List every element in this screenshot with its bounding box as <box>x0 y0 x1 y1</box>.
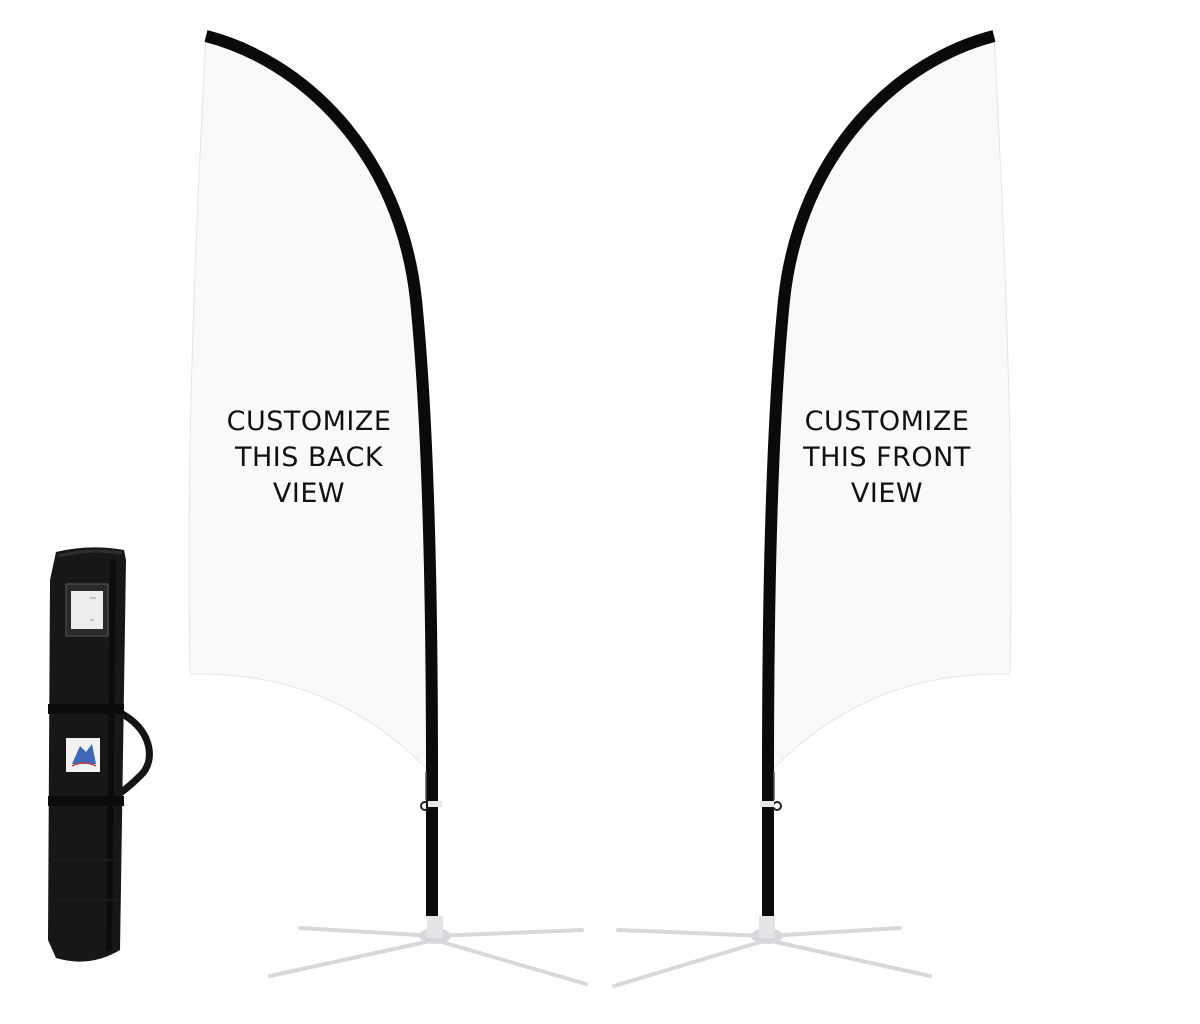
front-flag-base <box>612 926 932 988</box>
carry-bag <box>48 547 153 962</box>
back-label-line-1: CUSTOMIZE <box>226 406 392 437</box>
front-label-line-2: THIS FRONT <box>803 442 971 473</box>
front-flag-pole <box>762 30 996 773</box>
back-label-line-2: THIS BACK <box>234 442 384 473</box>
back-view-label: CUSTOMIZE THIS BACK VIEW <box>199 404 419 512</box>
brand-logo-icon <box>72 744 96 764</box>
front-label-line-3: VIEW <box>850 478 924 509</box>
bag-handle <box>112 708 153 800</box>
back-label-line-3: VIEW <box>272 478 346 509</box>
front-label-line-1: CUSTOMIZE <box>804 406 970 437</box>
front-flag-clip <box>772 801 782 811</box>
front-flag-fabric <box>770 35 1012 772</box>
bag-strap-bottom <box>48 796 124 806</box>
front-view-label: CUSTOMIZE THIS FRONT VIEW <box>777 404 997 512</box>
back-flag-fabric <box>188 35 430 772</box>
back-flag-pole <box>204 30 438 773</box>
front-view-flag <box>612 30 1012 988</box>
bag-strap-top <box>48 704 124 714</box>
back-flag-base <box>268 926 588 986</box>
back-view-flag <box>188 30 588 986</box>
